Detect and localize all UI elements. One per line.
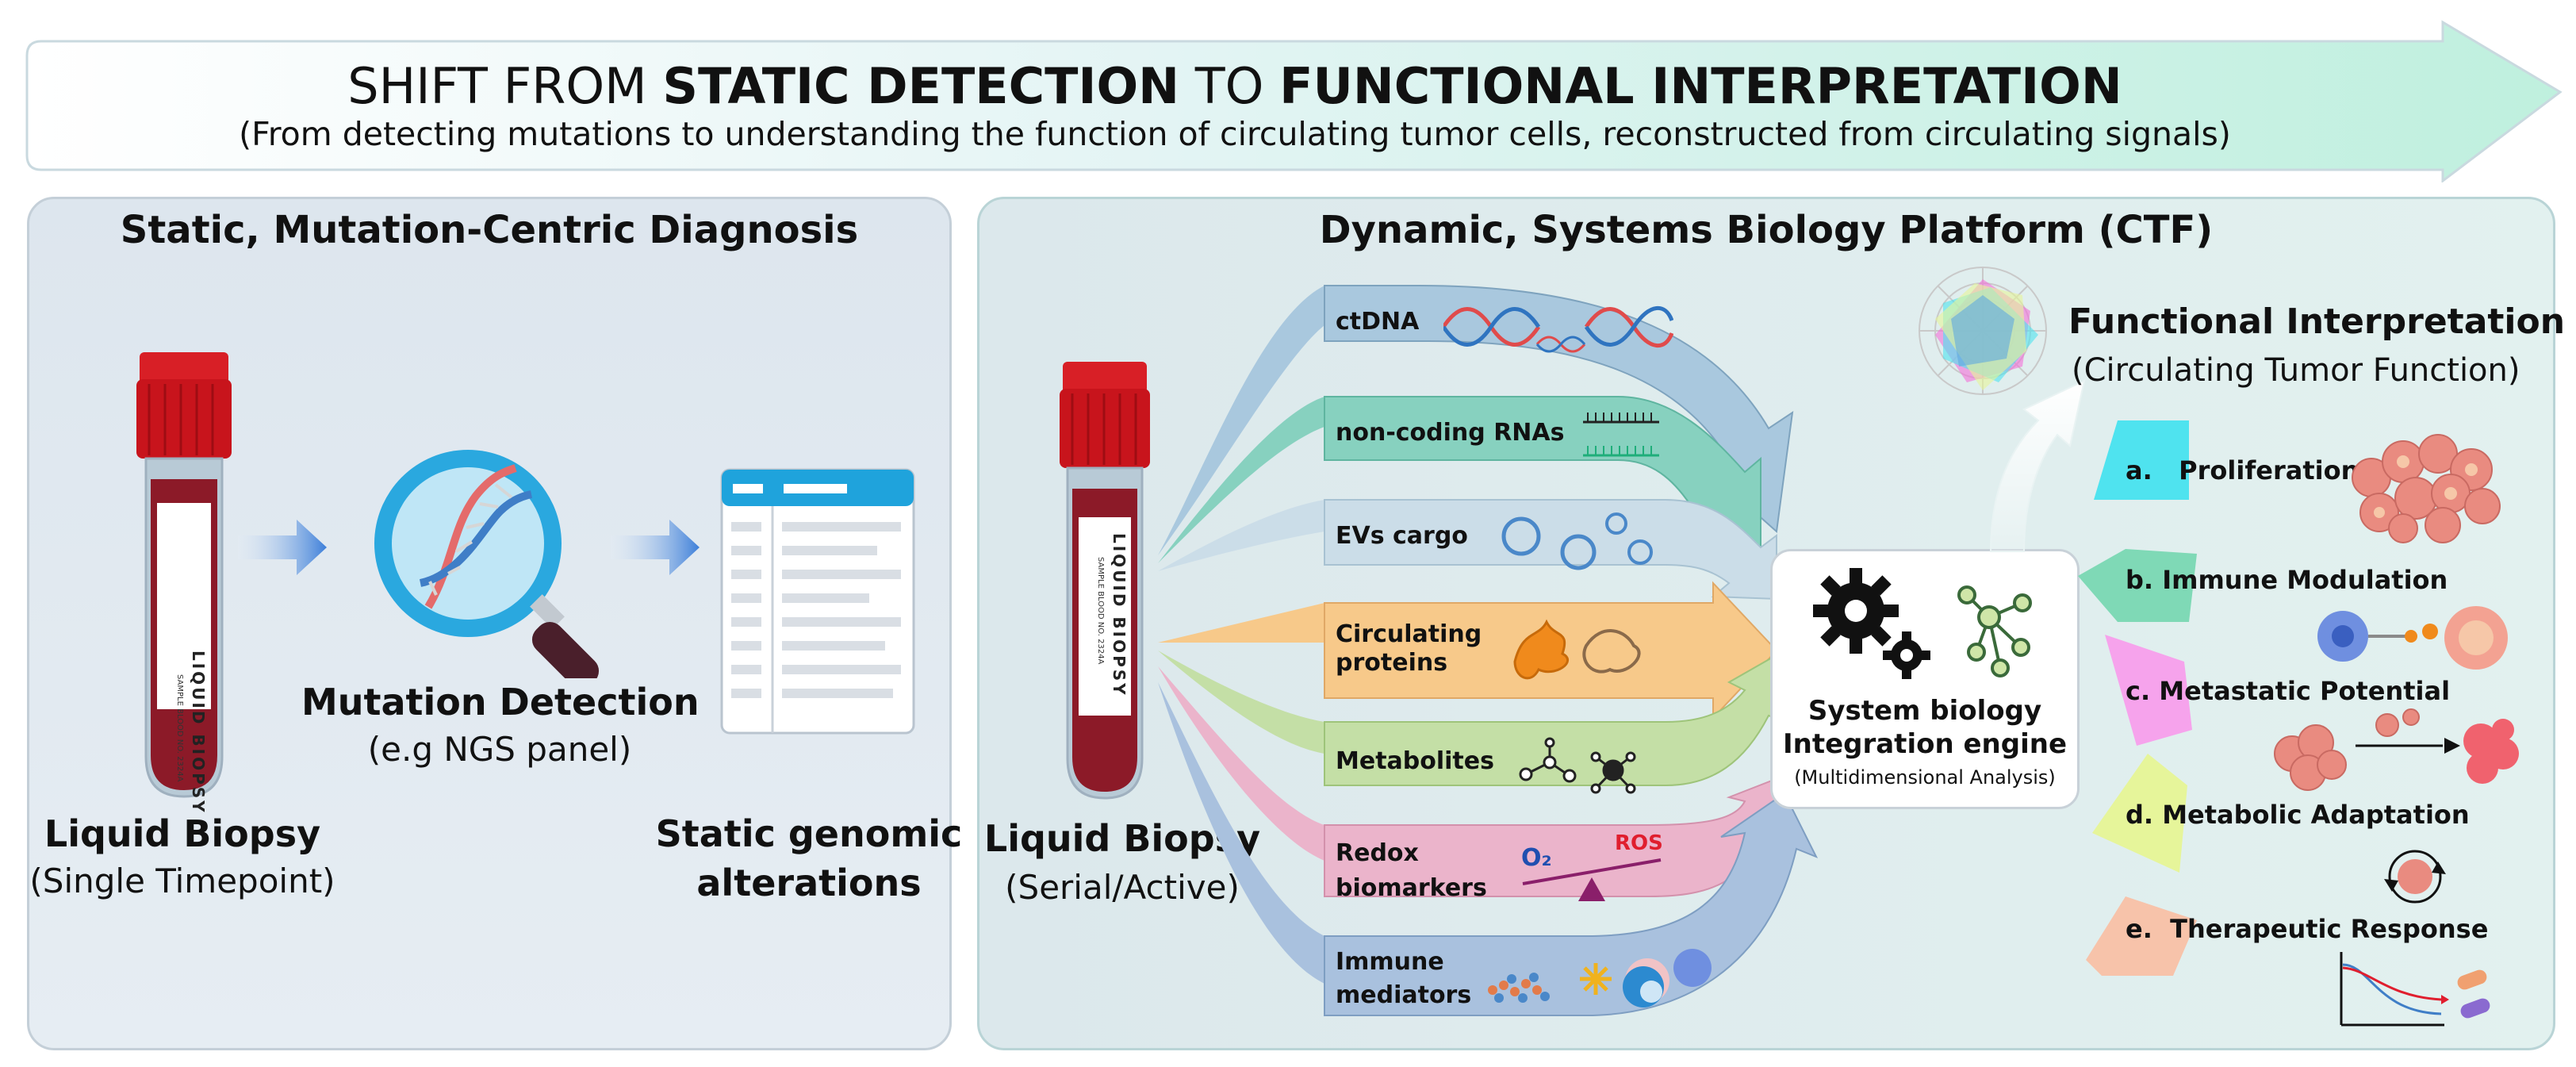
metastasis-icon <box>2274 708 2519 791</box>
vesicles-icon <box>1501 512 1653 570</box>
blood-tube-left <box>136 352 232 798</box>
dna-helix-icon <box>1443 305 1673 353</box>
fan-ncrna <box>1158 397 1324 563</box>
fan-evs <box>1158 500 1324 571</box>
engine-subtitle: (Multidimensional Analysis) <box>1794 766 2056 789</box>
left-biopsy-title: Liquid Biopsy <box>44 812 321 855</box>
left-biopsy-subtitle: (Single Timepoint) <box>29 862 335 900</box>
redox-o2-label: O₂ <box>1521 844 1552 872</box>
tube-label-left: LIQUID BIOPSY <box>189 651 208 815</box>
ncrna-arrow <box>1324 396 1761 553</box>
response-curve-icon <box>2340 952 2490 1027</box>
magnifier-dna-icon <box>374 450 600 678</box>
mutation-detection-subtitle: (e.g NGS panel) <box>367 730 632 769</box>
functional-interpretation-title: Functional Interpretation <box>2068 301 2566 342</box>
function-immune-modulation: b. Immune Modulation <box>2126 565 2448 595</box>
immune-cell-interaction-icon <box>2317 606 2508 670</box>
redox-balance-icon <box>1522 858 1662 901</box>
therapeutic-response-shape <box>2086 896 2197 976</box>
metabolic-adaptation-shape <box>2092 754 2187 873</box>
static-alterations-line1: Static genomic <box>655 812 963 855</box>
mutation-detection-title: Mutation Detection <box>301 681 700 723</box>
rna-strands-icon <box>1583 413 1659 457</box>
metastatic-potential-shape <box>2105 635 2192 746</box>
functional-interpretation-subtitle: (Circulating Tumor Function) <box>2072 352 2520 389</box>
static-alterations-line2: alterations <box>696 862 922 904</box>
output-arrow <box>1989 379 2086 552</box>
redox-ros-label: ROS <box>1615 831 1663 855</box>
radar-chart-icon <box>1919 267 2047 395</box>
left-panel-title: Static, Mutation-Centric Diagnosis <box>120 208 859 252</box>
analyte-label-evs: EVs cargo <box>1336 522 1468 550</box>
right-panel-title: Dynamic, Systems Biology Platform (CTF) <box>1319 208 2214 252</box>
molecule-icon <box>1519 737 1636 794</box>
banner-title: SHIFT FROM STATIC DETECTION TO FUNCTIONA… <box>347 57 2122 115</box>
gears-network-icon <box>1813 568 2032 679</box>
fan-redox <box>1158 666 1324 861</box>
fan-metabolites <box>1158 651 1324 754</box>
function-metastatic-potential: c. Metastatic Potential <box>2126 676 2451 706</box>
immune-modulation-shape <box>2078 549 2197 622</box>
analyte-label-metabolites: Metabolites <box>1336 747 1494 775</box>
banner-subtitle: (From detecting mutations to understandi… <box>239 115 2231 153</box>
metabolic-cycle-icon <box>2384 850 2446 904</box>
analyte-label-ncrna: non-coding RNAs <box>1336 419 1565 447</box>
function-proliferation: a. Proliferation <box>2126 455 2359 486</box>
function-metabolic-adaptation: d. Metabolic Adaptation <box>2126 800 2470 830</box>
fan-proteins <box>1158 603 1324 643</box>
tube-label-right: LIQUID BIOPSY <box>1110 533 1129 697</box>
blood-tube-right <box>1060 362 1150 800</box>
metabolites-arrow <box>1324 649 1785 786</box>
fan-ctdna <box>1158 286 1324 555</box>
right-biopsy-subtitle: (Serial/Active) <box>1005 868 1240 907</box>
banner-arrow <box>25 20 2563 182</box>
report-document-icon <box>720 468 915 735</box>
tube-sublabel-left: SAMPLE BLOOD NO. 2324A <box>175 674 184 782</box>
immune-cells-icon <box>1488 949 1712 1008</box>
protein-icon <box>1513 619 1641 680</box>
engine-title-line1: System biology <box>1807 695 2042 727</box>
analyte-flow-diagram <box>1158 285 1819 1016</box>
proliferation-shape <box>2094 420 2189 500</box>
engine-title-line2: Integration engine <box>1782 728 2068 760</box>
arrow-right-icon <box>611 520 700 575</box>
tube-sublabel-right: SAMPLE BLOOD NO. 2324A <box>1096 557 1105 665</box>
tumor-cluster-icon <box>2352 434 2501 543</box>
analyte-label-ctdna: ctDNA <box>1336 308 1420 336</box>
evs-arrow <box>1324 499 1777 601</box>
function-therapeutic-response: e. Therapeutic Response <box>2126 914 2489 944</box>
integration-engine-box <box>1770 549 2080 809</box>
fan-immune <box>1158 682 1324 984</box>
arrow-right-icon <box>238 520 327 575</box>
